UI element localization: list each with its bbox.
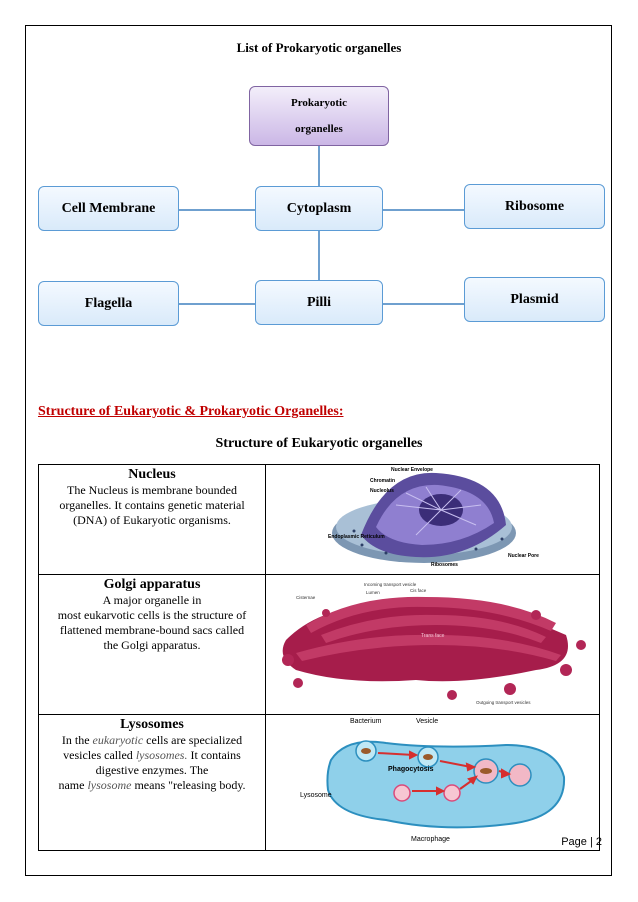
label-vesicle: Vesicle <box>416 718 438 725</box>
nucleus-text-cell: Nucleus The Nucleus is membrane bounded … <box>38 464 266 575</box>
connector-flagella-pilli <box>179 303 256 305</box>
diagram-ribosome-label: Ribosome <box>504 198 565 214</box>
diagram-plasmid-label: Plasmid <box>510 291 559 307</box>
section-heading: Structure of Eukaryotic & Prokaryotic Or… <box>38 404 344 419</box>
desc-line: name lysosome means "releasing body. <box>58 778 246 792</box>
organelle-description: A major organelle in most eukarvotic cel… <box>39 593 265 653</box>
label-nuclear-pore: Nuclear Pore <box>508 553 539 559</box>
desc-line: A major organelle in <box>102 593 202 607</box>
label-ribosomes: Ribosomes <box>431 562 458 568</box>
diagram-cytoplasm-box: Cytoplasm <box>255 186 383 231</box>
diagram-flagella-box: Flagella <box>38 281 179 326</box>
diagram-cytoplasm-label: Cytoplasm <box>286 200 352 216</box>
desc-line: (DNA) of Eukaryotic organisms. <box>73 513 231 527</box>
organelle-name: Lysosomes <box>120 717 184 732</box>
label-macrophage: Macrophage <box>411 836 450 843</box>
table-row: Golgi apparatus A major organelle in mos… <box>38 574 600 715</box>
connector-membrane-cytoplasm <box>179 209 256 211</box>
label-endoplasmic-reticulum: Endoplasmic Reticulum <box>328 534 385 540</box>
label-cisternae: Cisternae <box>296 595 316 600</box>
diagram-pilli-label: Pilli <box>306 294 332 310</box>
diagram-pilli-box: Pilli <box>255 280 383 325</box>
diagram-root-box: Prokaryotic organelles <box>249 86 389 146</box>
golgi-text-cell: Golgi apparatus A major organelle in mos… <box>38 574 266 715</box>
label-cis-face: Cis face <box>410 588 427 593</box>
label-bacterium: Bacterium <box>350 718 382 725</box>
desc-line: vesicles called lysosomes. It contains <box>63 748 241 762</box>
label-nucleolus: Nucleolus <box>370 488 394 494</box>
page-number: Page | 2 <box>561 836 602 848</box>
label-chromatin: Chromatin <box>370 478 395 484</box>
nucleus-image-cell: Nuclear Envelope Chromatin Nucleolus End… <box>265 464 600 575</box>
diagram-cell-membrane-box: Cell Membrane <box>38 186 179 231</box>
golgi-image-cell: Incoming transport vesicle Cisternae Lum… <box>265 574 600 715</box>
table-title: Structure of Eukaryotic organelles <box>215 436 423 451</box>
lysosome-image-cell: Bacterium Vesicle Phagocytosis Lysosome … <box>265 714 600 851</box>
desc-line: digestive enzymes. The <box>95 763 209 777</box>
label-incoming-vesicle: Incoming transport vesicle <box>364 582 417 587</box>
connector-cytoplasm-pilli <box>318 231 320 281</box>
organelle-description: In the eukaryotic cells are specialized … <box>39 733 265 793</box>
page-title: List of Prokaryotic organelles <box>236 40 402 55</box>
desc-line: the Golgi apparatus. <box>103 638 201 652</box>
desc-line: most eukarvotic cells is the structure o… <box>57 608 247 622</box>
table-row: Lysosomes In the eukaryotic cells are sp… <box>38 714 600 851</box>
connector-pilli-plasmid <box>383 303 465 305</box>
label-lysosome: Lysosome <box>300 792 332 799</box>
desc-line: flattened membrane-bound sacs called <box>59 623 245 637</box>
diagram-flagella-label: Flagella <box>84 295 133 311</box>
label-lumen: Lumen <box>366 590 380 595</box>
label-phagocytosis: Phagocytosis <box>388 766 434 773</box>
lysosome-text-cell: Lysosomes In the eukaryotic cells are sp… <box>38 714 266 851</box>
label-outgoing-vesicles: Outgoing transport vesicles <box>476 700 531 705</box>
label-trans-face: Trans face <box>421 633 445 639</box>
nucleus-illustration: Nuclear Envelope Chromatin Nucleolus End… <box>328 467 539 568</box>
diagram-ribosome-box: Ribosome <box>464 184 605 229</box>
diagram-root-label-2: organelles <box>295 123 343 135</box>
organelles-table: Nucleus The Nucleus is membrane bounded … <box>38 464 600 851</box>
diagram-plasmid-box: Plasmid <box>464 277 605 322</box>
lysosome-illustration: Bacterium Vesicle Phagocytosis Lysosome … <box>300 718 566 843</box>
label-nuclear-envelope: Nuclear Envelope <box>391 467 433 473</box>
table-row: Nucleus The Nucleus is membrane bounded … <box>38 464 600 575</box>
page-border <box>25 25 612 876</box>
diagram-cell-membrane-label: Cell Membrane <box>61 200 156 216</box>
golgi-illustration: Incoming transport vesicle Cisternae Lum… <box>282 582 586 705</box>
desc-line: In the eukaryotic cells are specialized <box>61 733 243 747</box>
desc-line: The Nucleus is membrane bounded <box>67 483 237 497</box>
organelle-name: Nucleus <box>128 467 176 482</box>
organelle-name: Golgi apparatus <box>103 577 201 592</box>
diagram-root-label-1: Prokaryotic <box>290 97 347 109</box>
desc-line: organelles. It contains genetic material <box>59 498 245 512</box>
connector-root-cytoplasm <box>318 145 320 187</box>
organelle-description: The Nucleus is membrane bounded organell… <box>39 483 265 528</box>
connector-cytoplasm-ribosome <box>383 209 465 211</box>
